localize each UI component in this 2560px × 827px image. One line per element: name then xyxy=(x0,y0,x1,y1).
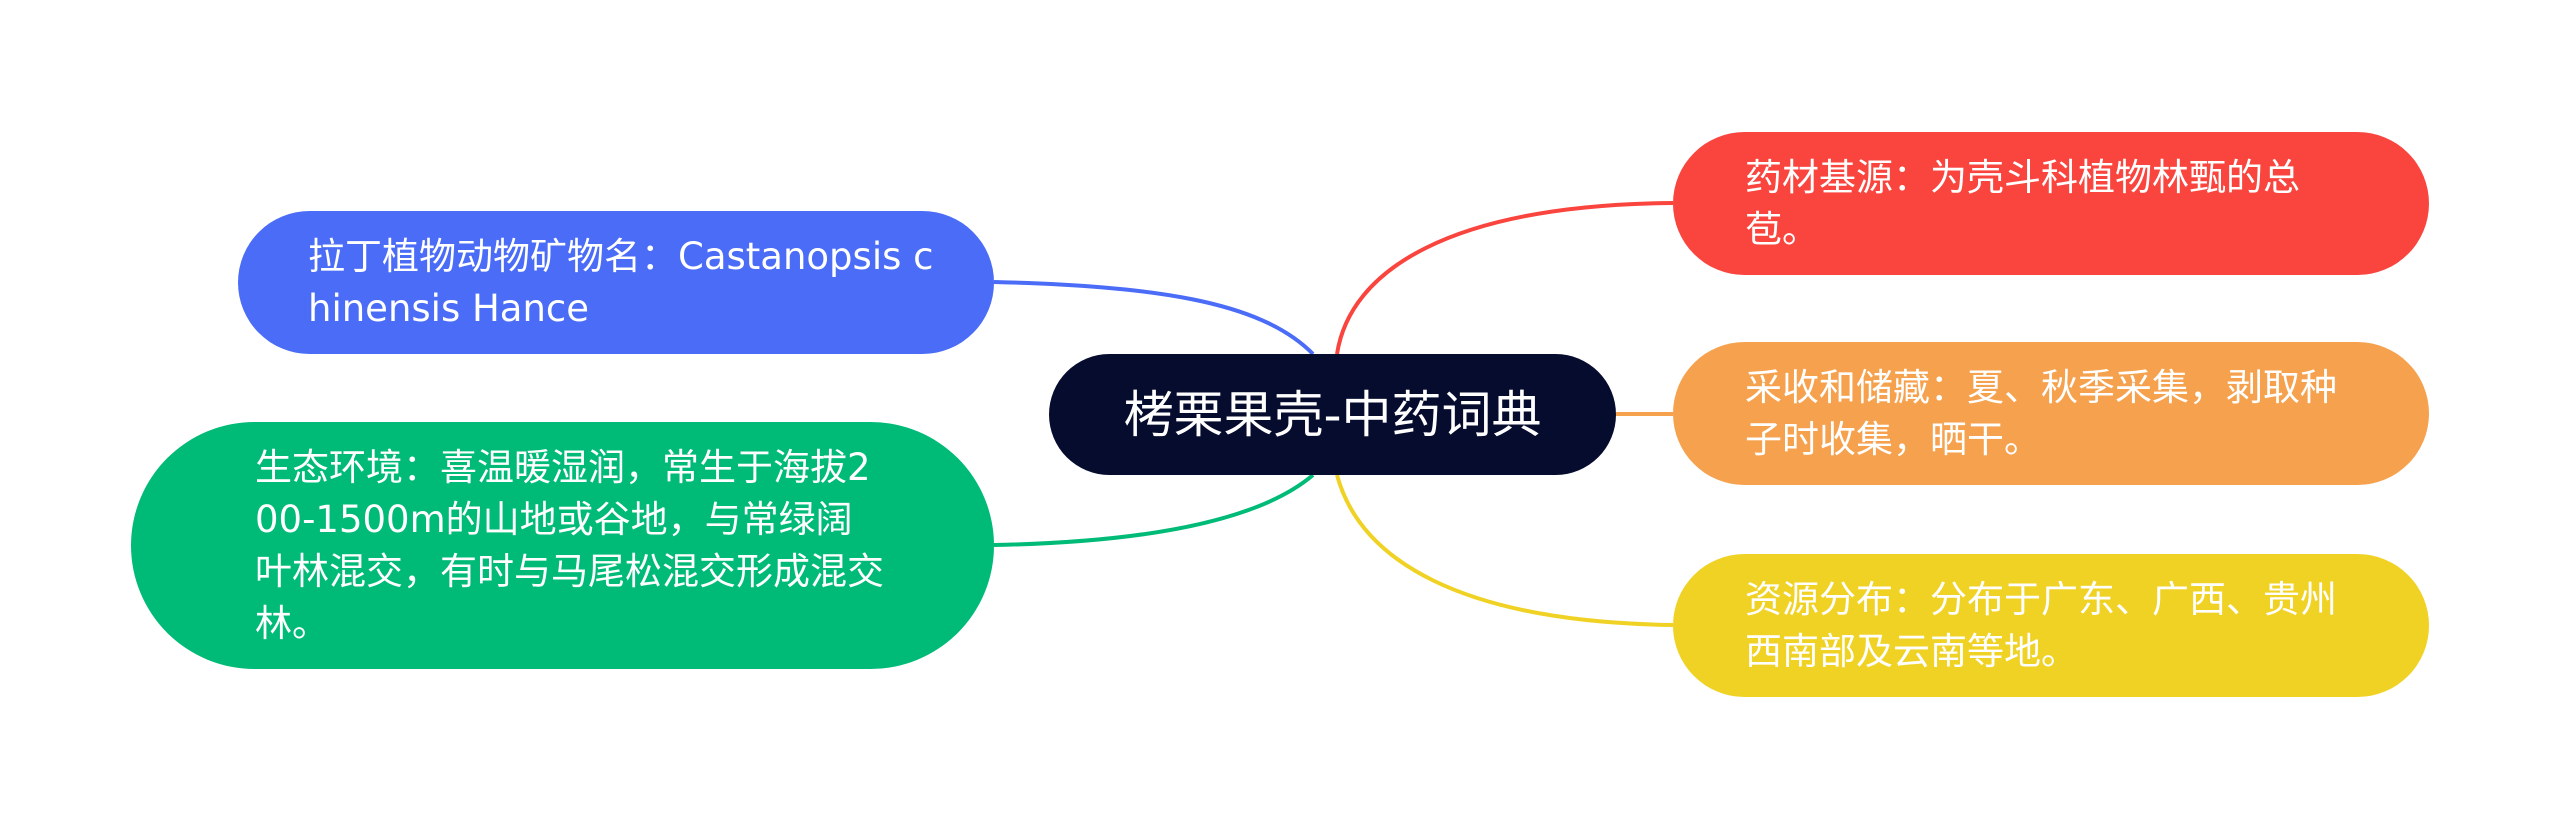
link-latin xyxy=(993,280,1315,356)
branch-text-habitat: 生态环境：喜温暖湿润，常生于海拔200-1500m的山地或谷地，与常绿阔叶林混交… xyxy=(255,445,884,645)
branch-node-latin-name[interactable]: 拉丁植物动物矿物名：Castanopsis chinensis Hance xyxy=(238,211,994,354)
branch-text-harvest-storage: 采收和储藏：夏、秋季采集，剥取种子时收集，晒干。 xyxy=(1745,365,2337,461)
link-source xyxy=(1335,201,1674,355)
branch-node-harvest-storage[interactable]: 采收和储藏：夏、秋季采集，剥取种子时收集，晒干。 xyxy=(1673,342,2429,485)
branch-node-distribution[interactable]: 资源分布：分布于广东、广西、贵州西南部及云南等地。 xyxy=(1673,554,2429,697)
central-topic-title: 栲栗果壳-中药词典 xyxy=(1123,385,1542,444)
link-habitat xyxy=(993,473,1315,547)
link-distribution xyxy=(1335,474,1674,627)
branch-node-medicinal-source[interactable]: 药材基源：为壳斗科植物林甄的总苞。 xyxy=(1673,132,2429,275)
branch-text-latin-name: 拉丁植物动物矿物名：Castanopsis chinensis Hance xyxy=(308,234,934,330)
central-topic-node[interactable]: 栲栗果壳-中药词典 xyxy=(1049,354,1616,475)
branch-node-habitat[interactable]: 生态环境：喜温暖湿润，常生于海拔200-1500m的山地或谷地，与常绿阔叶林混交… xyxy=(131,422,994,669)
branch-text-medicinal-source: 药材基源：为壳斗科植物林甄的总苞。 xyxy=(1745,155,2300,251)
branch-text-distribution: 资源分布：分布于广东、广西、贵州西南部及云南等地。 xyxy=(1745,577,2337,673)
